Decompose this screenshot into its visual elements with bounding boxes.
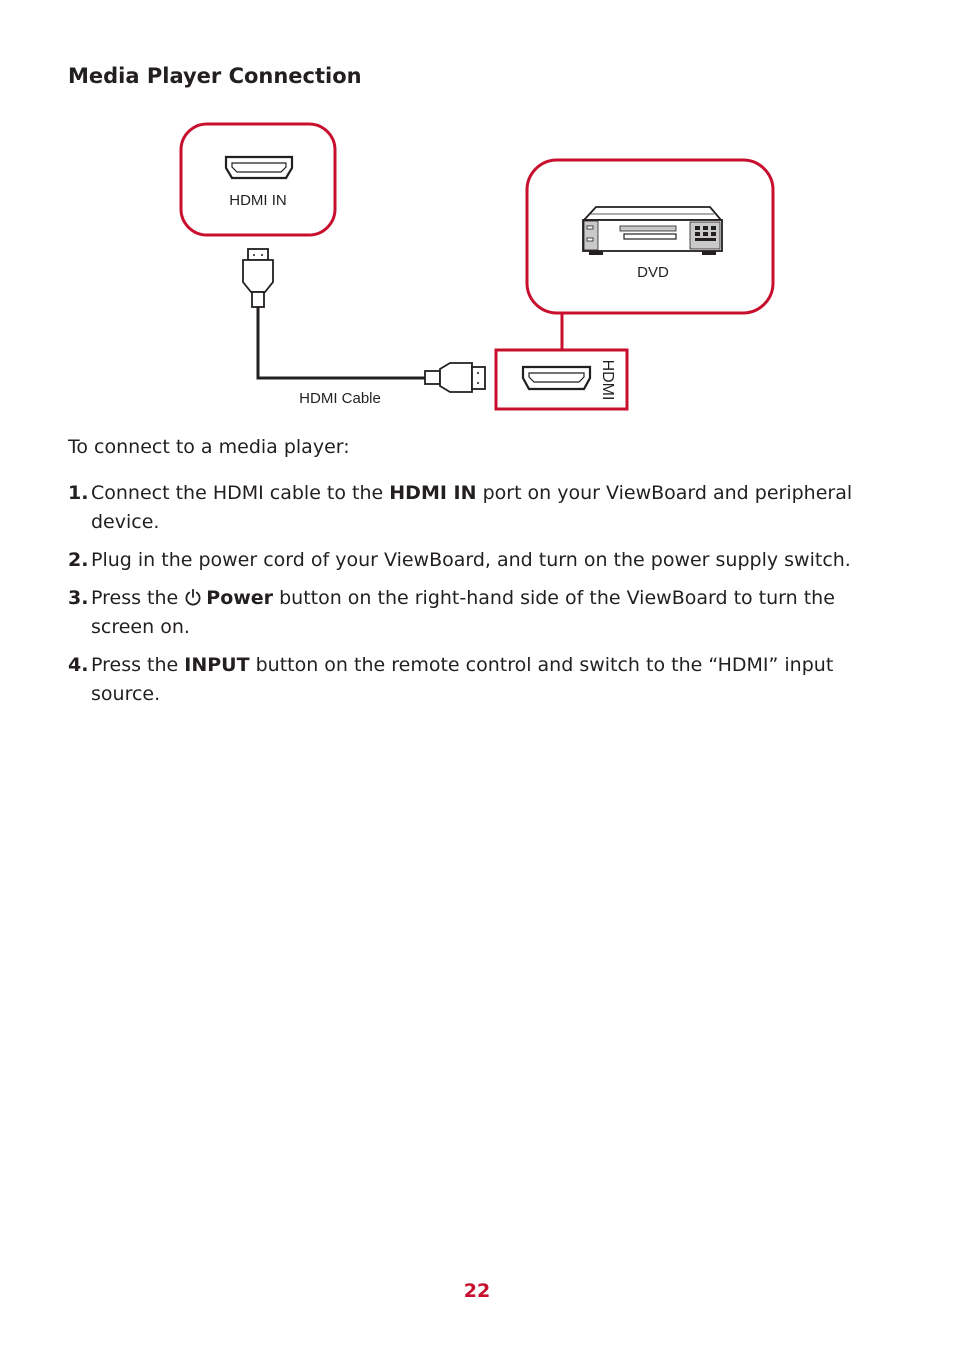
step-text: button on the remote control and switch …	[91, 654, 834, 705]
hdmi-cable-line	[256, 307, 426, 380]
step-bold-term: Power	[206, 587, 274, 609]
dvd-label: DVD	[637, 264, 669, 281]
hdmi-plug-icon	[424, 362, 486, 393]
step-number: 2.	[68, 549, 89, 571]
hdmi-cable-label: HDMI Cable	[299, 390, 381, 407]
device-hdmi-port: HDMI	[494, 348, 629, 411]
step-bold-term: HDMI IN	[389, 482, 477, 504]
list-item: 3. Press the Power button on the right-h…	[68, 584, 898, 642]
step-bold-term: INPUT	[184, 654, 250, 676]
dvd-player-icon	[581, 206, 723, 255]
step-text: Press the	[91, 654, 185, 676]
list-item: 1. Connect the HDMI cable to the HDMI IN…	[68, 479, 898, 537]
page-number: 22	[463, 1280, 491, 1302]
step-text: port on your ViewBoard and peripheral de…	[91, 482, 853, 533]
step-text: button on the right-hand side of the Vie…	[91, 587, 835, 638]
step-text: Press the	[91, 587, 185, 609]
hdmi-port-icon	[521, 365, 592, 391]
connection-diagram: HDMI IN HDMI Cable	[179, 122, 775, 411]
step-text: Plug in the power cord of your ViewBoard…	[91, 549, 851, 571]
step-number: 4.	[68, 654, 89, 676]
hdmi-port-icon	[224, 155, 294, 180]
section-heading: Media Player Connection	[68, 64, 362, 88]
step-number: 3.	[68, 587, 89, 609]
steps-list: 1. Connect the HDMI cable to the HDMI IN…	[68, 479, 898, 718]
list-item: 2. Plug in the power cord of your ViewBo…	[68, 546, 898, 575]
dvd-callout: DVD	[525, 158, 775, 315]
power-icon	[185, 588, 201, 606]
hdmi-in-callout: HDMI IN	[179, 122, 337, 237]
step-number: 1.	[68, 482, 89, 504]
device-port-label: HDMI	[599, 360, 616, 401]
step-text: Connect the HDMI cable to the	[91, 482, 390, 504]
hdmi-plug-icon	[242, 248, 274, 308]
list-item: 4. Press the INPUT button on the remote …	[68, 651, 898, 709]
hdmi-in-label: HDMI IN	[229, 192, 287, 209]
intro-text: To connect to a media player:	[68, 436, 350, 458]
